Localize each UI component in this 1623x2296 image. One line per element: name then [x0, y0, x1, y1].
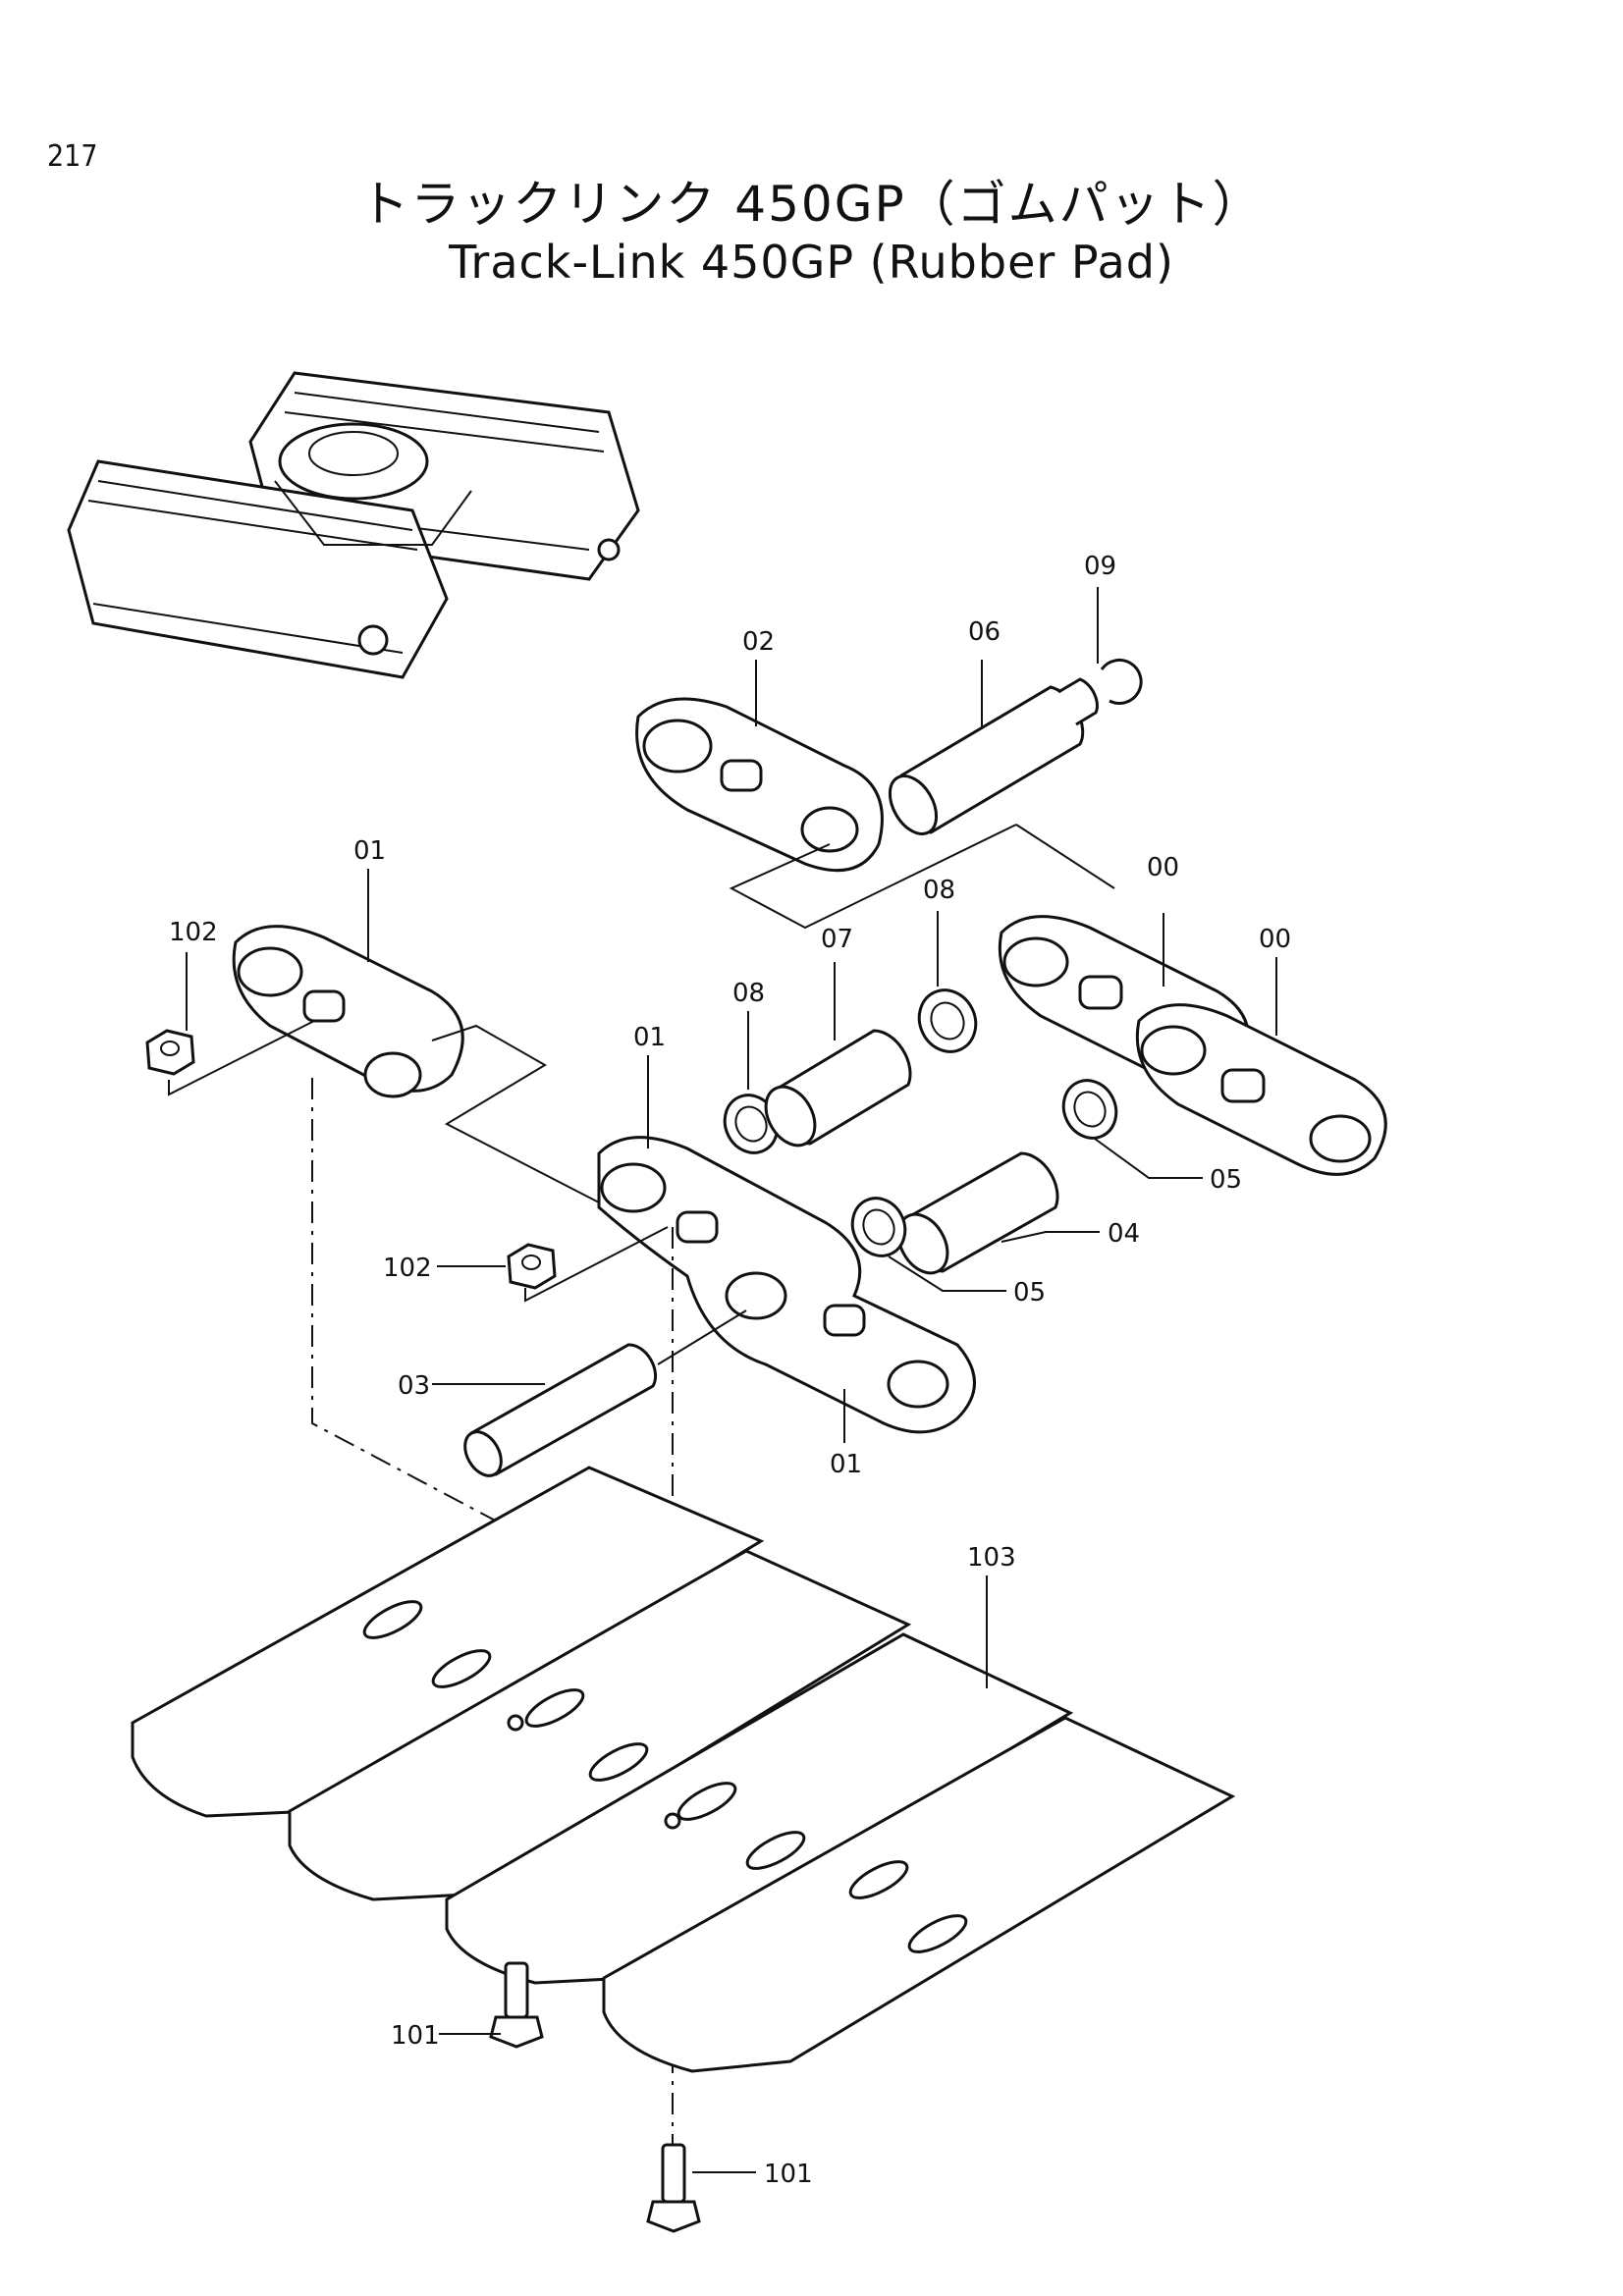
leader-frame-02 — [729, 824, 1115, 930]
part-05-seal-right — [1061, 1079, 1203, 1179]
callout-101-left: 101 — [391, 2021, 440, 2051]
part-101-bolt-left — [439, 1961, 544, 2049]
callout-01-bottom: 01 — [830, 1450, 862, 1479]
part-07-bushing — [764, 962, 912, 1148]
callout-01-middle: 01 — [633, 1023, 666, 1052]
part-00-link-lower — [1135, 957, 1387, 1176]
callout-102-top: 102 — [169, 918, 218, 947]
part-101-bolt-right — [646, 2143, 756, 2233]
callout-05-right: 05 — [1210, 1165, 1242, 1195]
part-02-master-link — [635, 660, 884, 873]
page-number: 217 — [47, 139, 98, 174]
callout-08-right: 08 — [923, 876, 955, 905]
callout-05-left: 05 — [1013, 1278, 1046, 1308]
part-01-link-top — [232, 869, 464, 1098]
page-title-english: Track-Link 450GP (Rubber Pad) — [449, 236, 1174, 289]
undercarriage-overview — [67, 371, 640, 679]
part-08-seal-left — [723, 1011, 780, 1154]
part-08-seal-right — [917, 911, 978, 1053]
callout-06: 06 — [968, 617, 1001, 647]
callout-103: 103 — [967, 1543, 1016, 1573]
callout-07: 07 — [821, 925, 853, 954]
callout-102-middle: 102 — [383, 1254, 432, 1283]
callout-08-left: 08 — [732, 979, 765, 1008]
callout-00-upper: 00 — [1147, 853, 1179, 882]
callout-01-top: 01 — [353, 836, 386, 866]
callout-02: 02 — [742, 627, 775, 657]
part-09-snap-ring — [1097, 587, 1143, 705]
part-102-nut-middle — [437, 1226, 669, 1303]
callout-03: 03 — [398, 1371, 430, 1401]
part-05-seal-left — [850, 1197, 1006, 1292]
part-01-link-middle — [597, 1055, 976, 1443]
part-102-nut-top — [145, 952, 315, 1096]
callout-labels: 09 06 02 01 102 00 00 08 08 07 01 05 04 … — [169, 552, 1291, 2189]
callout-00-lower: 00 — [1259, 925, 1291, 954]
part-04-bushing — [896, 1151, 1100, 1275]
callout-04: 04 — [1108, 1219, 1140, 1249]
part-103-rubber-pad-assembly — [131, 1466, 1236, 2073]
callout-09: 09 — [1084, 552, 1116, 581]
part-03-pin — [432, 1309, 747, 1477]
page-title-japanese: トラックリンク 450GP（ゴムパット） — [359, 176, 1264, 233]
leader-frame-01-top — [431, 1024, 600, 1203]
part-06-master-pin — [888, 660, 1099, 835]
callout-101-right: 101 — [764, 2160, 813, 2189]
